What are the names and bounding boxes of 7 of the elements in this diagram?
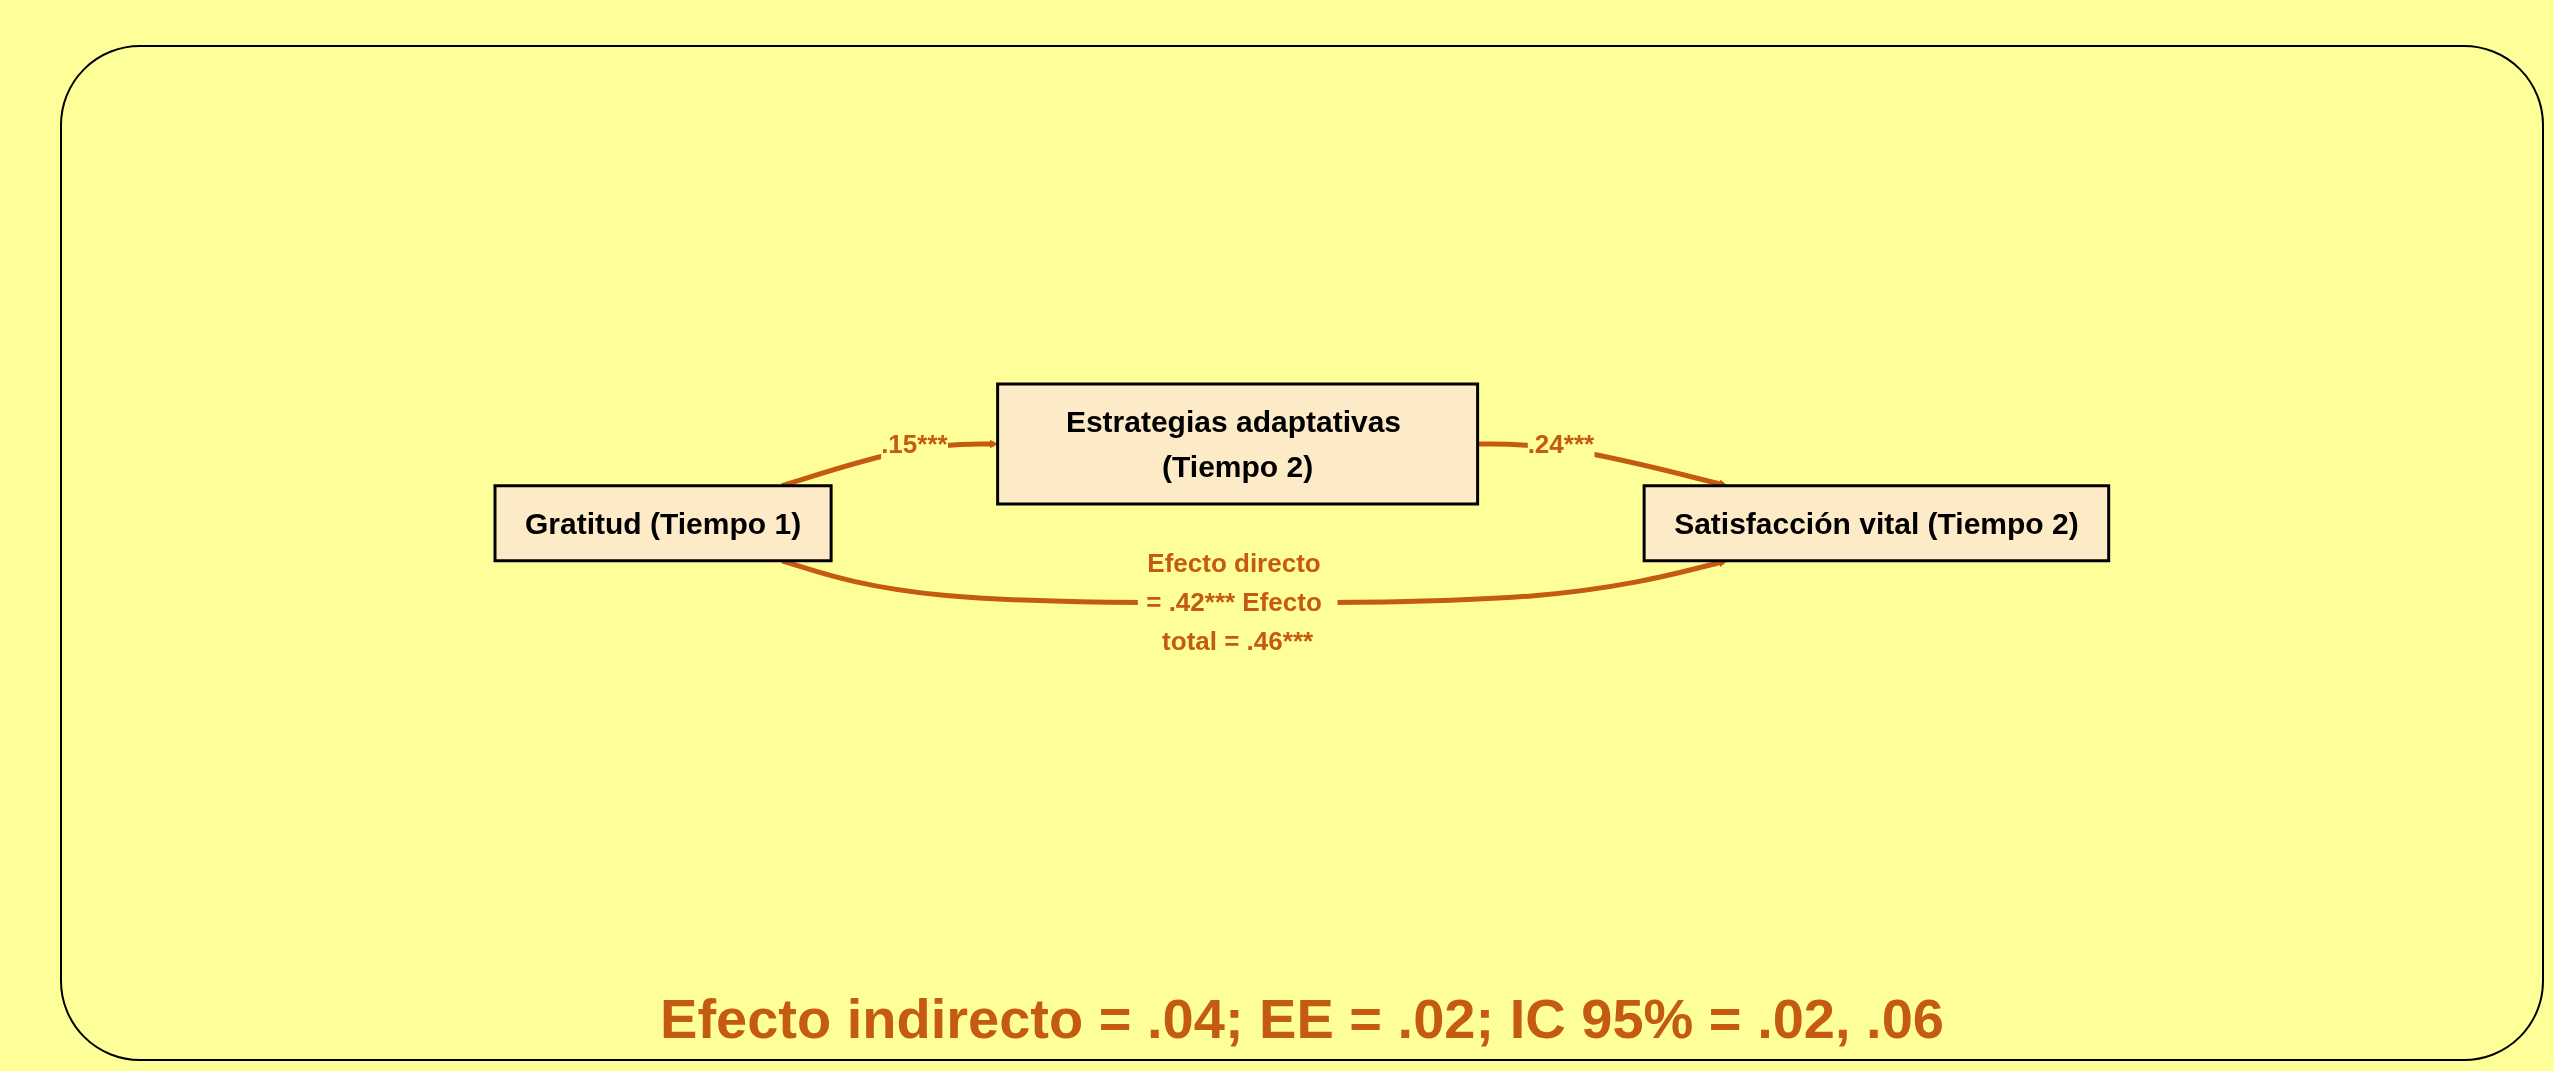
note-text: Efecto indirecto = .04; EE = .02; IC 95% = .02, .06 — [660, 986, 1944, 1051]
edge-label: .15*** — [881, 428, 948, 459]
edge-label: .24*** — [1527, 428, 1595, 459]
edge-label: Efecto directo = .42*** Efecto total = .46*** — [1146, 548, 1322, 656]
node-box: Satisfacción vital (Tiempo 2) — [1642, 484, 2111, 563]
node-box: Gratitud (Tiempo 1) — [493, 484, 833, 563]
node-box: Estrategias adaptativas (Tiempo 2) — [996, 382, 1480, 506]
